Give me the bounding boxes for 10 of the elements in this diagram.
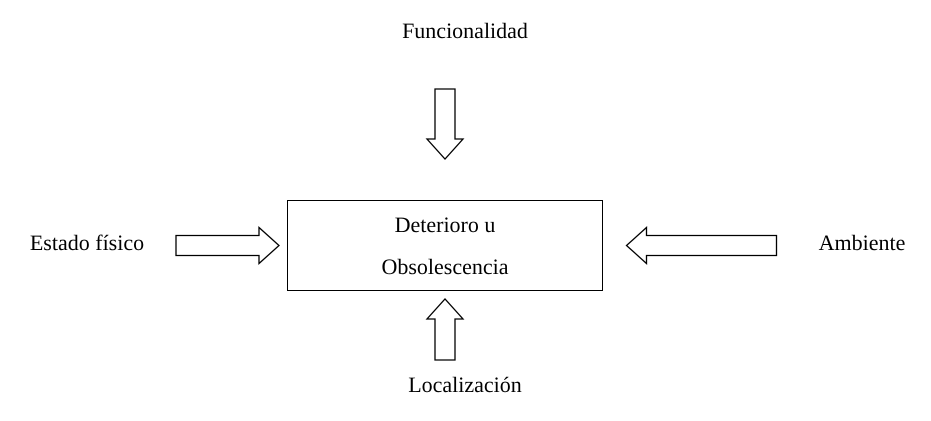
- factor-label: Localización: [408, 372, 522, 398]
- box-label: Deterioro u Obsolescencia: [380, 210, 510, 280]
- block-arrow: [626, 226, 778, 265]
- process-box: [287, 200, 603, 291]
- block-arrow: [175, 226, 280, 265]
- block-arrow: [426, 298, 464, 361]
- factor-label: Estado físico: [30, 230, 144, 256]
- factor-label: Funcionalidad: [402, 18, 528, 44]
- factor-label: Ambiente: [818, 230, 906, 256]
- block-arrow: [426, 88, 464, 160]
